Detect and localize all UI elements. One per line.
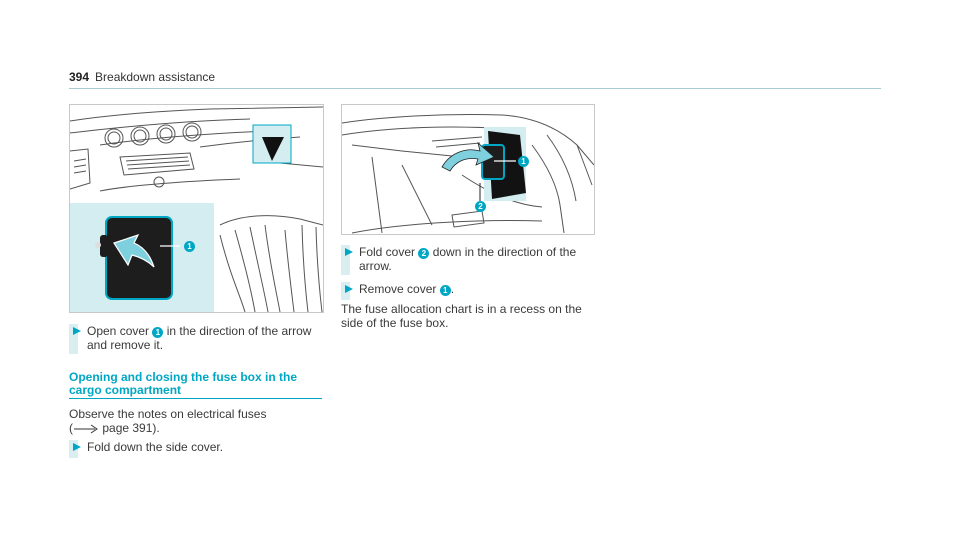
page-number: 394 bbox=[69, 70, 90, 84]
callout-2: 2 bbox=[475, 201, 486, 212]
callout-2: 2 bbox=[418, 248, 430, 259]
step-arrow-icon bbox=[73, 327, 81, 335]
fuse-chart-paragraph: The fuse allocation chart is in a recess… bbox=[341, 302, 582, 330]
step-open-cover: Open cover 1 in the direction of the arr… bbox=[69, 324, 329, 354]
page-header: 394 Breakdown assistance bbox=[69, 70, 215, 84]
callout-1: 1 bbox=[518, 156, 529, 167]
cargo-illustration bbox=[342, 113, 594, 234]
section-heading: Opening and closing the fuse box in the … bbox=[69, 370, 298, 397]
step-remove-cover-1: Remove cover 1. bbox=[341, 282, 601, 300]
callout-1: 1 bbox=[184, 241, 195, 252]
step-arrow-icon bbox=[345, 248, 353, 256]
step-fold-side-cover: Fold down the side cover. bbox=[69, 440, 329, 458]
dashboard-illustration bbox=[70, 106, 323, 312]
figure-dashboard-fuse-cover: 1 bbox=[69, 104, 324, 313]
intro-paragraph: Observe the notes on electrical fuses ( … bbox=[69, 407, 267, 435]
callout-1: 1 bbox=[439, 285, 451, 296]
figure-cargo-fuse-box: 1 2 bbox=[341, 104, 595, 235]
callout-1: 1 bbox=[152, 327, 164, 338]
page-reference-link[interactable]: page 391). bbox=[102, 421, 160, 435]
header-rule bbox=[69, 88, 881, 89]
step-fold-cover-2: Fold cover 2 down in the direction of th… bbox=[341, 245, 601, 275]
section-rule bbox=[69, 398, 322, 399]
step-arrow-icon bbox=[73, 443, 81, 451]
section-name: Breakdown assistance bbox=[95, 70, 216, 84]
page-reference-arrow-icon bbox=[74, 424, 98, 434]
step-arrow-icon bbox=[345, 285, 353, 293]
